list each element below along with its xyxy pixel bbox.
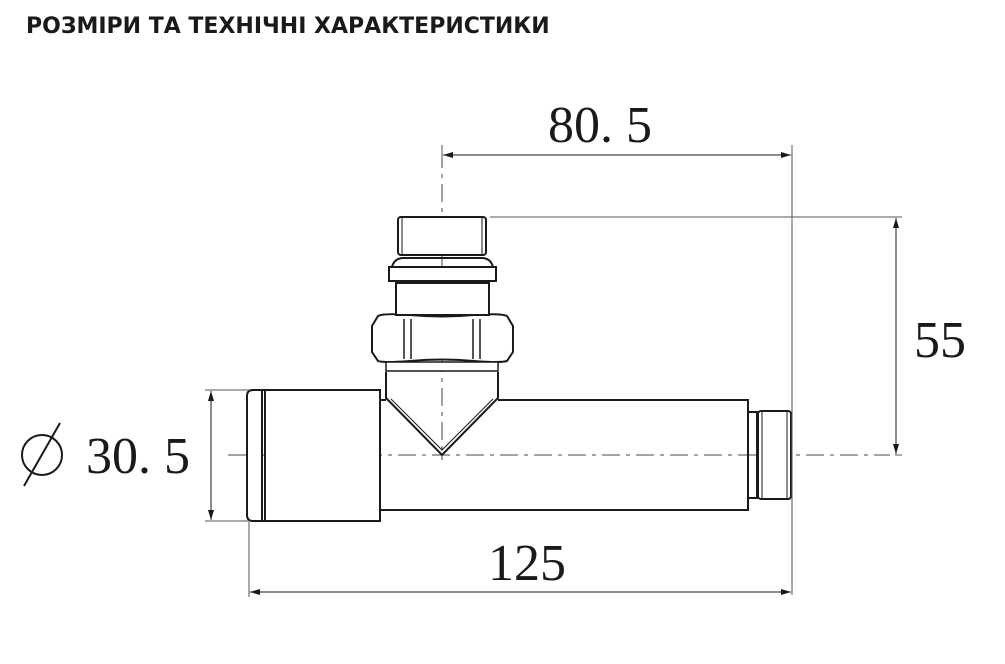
left-ring (246, 389, 263, 522)
dimension-diameter (205, 389, 250, 522)
main-tube (380, 399, 749, 511)
diameter-symbol-icon (21, 422, 63, 487)
dimension-label-top-width: 80. 5 (548, 97, 652, 154)
page-title: РОЗМІРИ ТА ТЕХНІЧНІ ХАРАКТЕРИСТИКИ (26, 14, 550, 39)
tee-cone (385, 372, 499, 457)
dimension-55 (490, 216, 902, 456)
dimension-80-5 (441, 145, 793, 595)
valve-body (246, 372, 792, 522)
fitting-neck (395, 282, 490, 316)
top-thread (397, 216, 487, 256)
left-sleeve (264, 389, 381, 522)
dimension-label-diameter: 30. 5 (86, 428, 190, 485)
right-thread-nut (757, 410, 792, 500)
nut-base (385, 361, 499, 372)
dimension-label-length: 125 (488, 535, 566, 592)
dimension-label-height: 55 (914, 312, 966, 369)
fitting-collar (388, 266, 497, 282)
dimension-125 (248, 522, 791, 597)
hex-nut (371, 313, 514, 363)
top-fitting (371, 216, 514, 372)
